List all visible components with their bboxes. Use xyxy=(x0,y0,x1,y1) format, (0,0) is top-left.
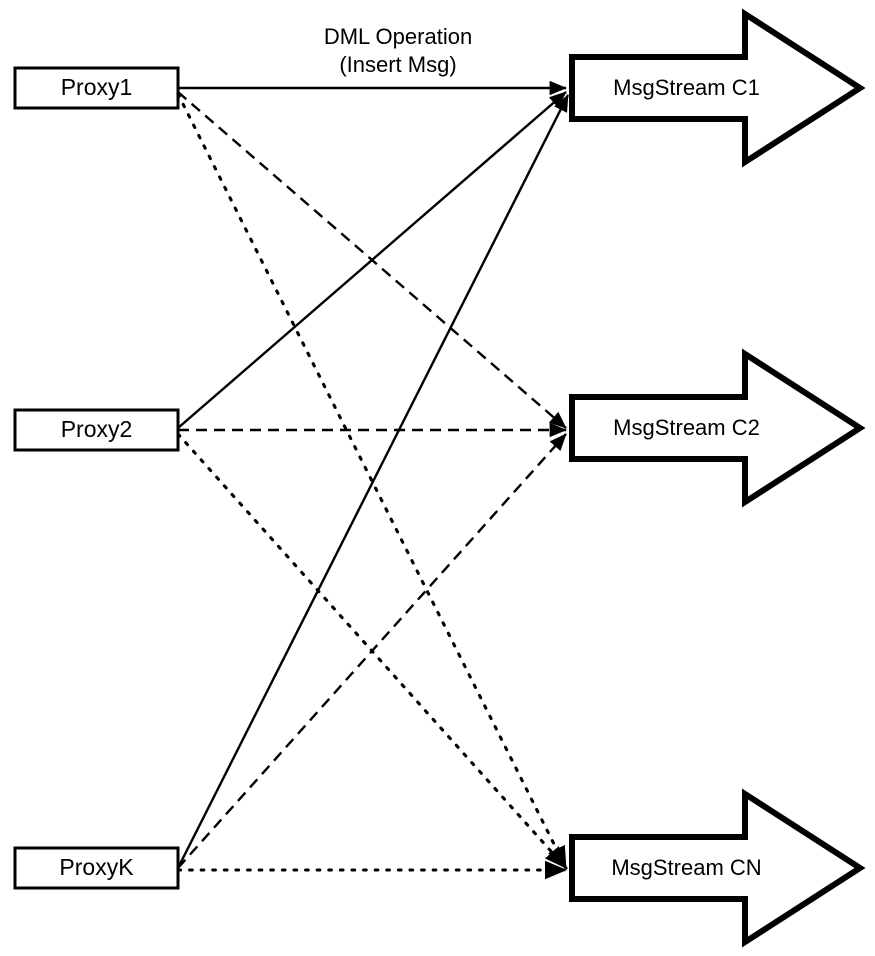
msgstream-c1[interactable]: MsgStream C1 xyxy=(569,8,866,168)
annotation-dml-operation: DML Operation (Insert Msg) xyxy=(324,24,472,77)
proxy-node-proxy1[interactable]: Proxy1 xyxy=(13,66,180,110)
proxy-node-proxy2-label: Proxy2 xyxy=(61,416,133,442)
edge-proxyK-c1 xyxy=(176,94,570,869)
proxy-node-proxy2[interactable]: Proxy2 xyxy=(13,408,180,452)
msgstream-c1-label: MsgStream C1 xyxy=(613,75,760,100)
proxy-node-proxyK[interactable]: ProxyK xyxy=(13,846,180,890)
edges-layer xyxy=(176,80,570,880)
msgstream-c2-shape xyxy=(569,348,866,508)
proxy-node-proxy1-label: Proxy1 xyxy=(61,74,133,100)
proxy-node-proxyK-label: ProxyK xyxy=(59,854,134,880)
msgstream-cn-label: MsgStream CN xyxy=(611,855,761,880)
msgstream-cn-shape xyxy=(569,788,866,948)
annotation-dml-operation-line2: (Insert Msg) xyxy=(339,52,456,77)
msgstream-c2-label: MsgStream C2 xyxy=(613,415,760,440)
edge-proxy2-c1 xyxy=(177,91,567,429)
proxy-node-proxy1-box xyxy=(13,66,180,110)
annotation-dml-operation-line1: DML Operation xyxy=(324,24,472,49)
msgstream-c1-shape xyxy=(569,8,866,168)
streams-layer: MsgStream C1 MsgStream C2 MsgStream CN xyxy=(569,8,866,948)
edge-proxyK-c2 xyxy=(177,433,567,869)
msgstream-cn[interactable]: MsgStream CN xyxy=(569,788,866,948)
msgstream-c2[interactable]: MsgStream C2 xyxy=(569,348,866,508)
proxy-node-proxy2-box xyxy=(13,408,180,452)
annotations-layer: DML Operation (Insert Msg) xyxy=(324,24,472,77)
proxy-node-proxyK-box xyxy=(13,846,180,890)
